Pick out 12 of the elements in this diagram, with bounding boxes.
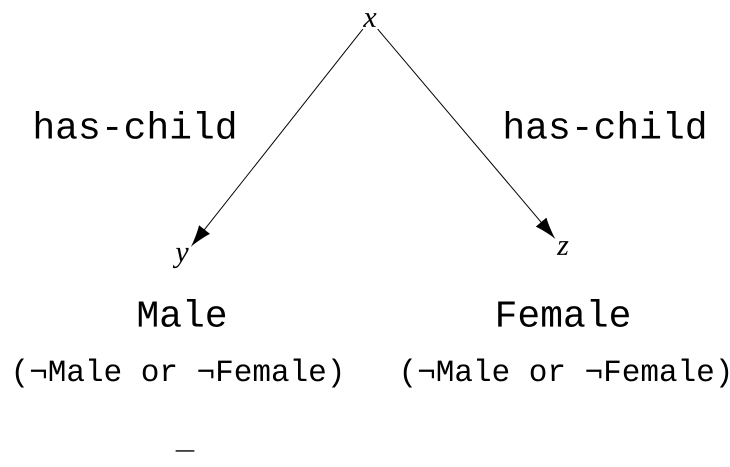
edge-label: has-child — [31, 110, 239, 140]
arrow — [377, 28, 554, 238]
concept-label: (¬Male or ¬Female) — [16, 358, 340, 388]
arrow — [192, 28, 364, 246]
concept-label: Male — [138, 299, 226, 327]
edge-label: has-child — [501, 110, 709, 140]
variable-label: z — [556, 241, 568, 255]
concept-label: (¬Male or ¬Female) — [404, 358, 728, 388]
variable-label: y — [172, 248, 189, 268]
variable-label: x — [363, 13, 376, 27]
concept-label: Female — [498, 299, 629, 327]
mark-label: _ — [176, 450, 194, 452]
